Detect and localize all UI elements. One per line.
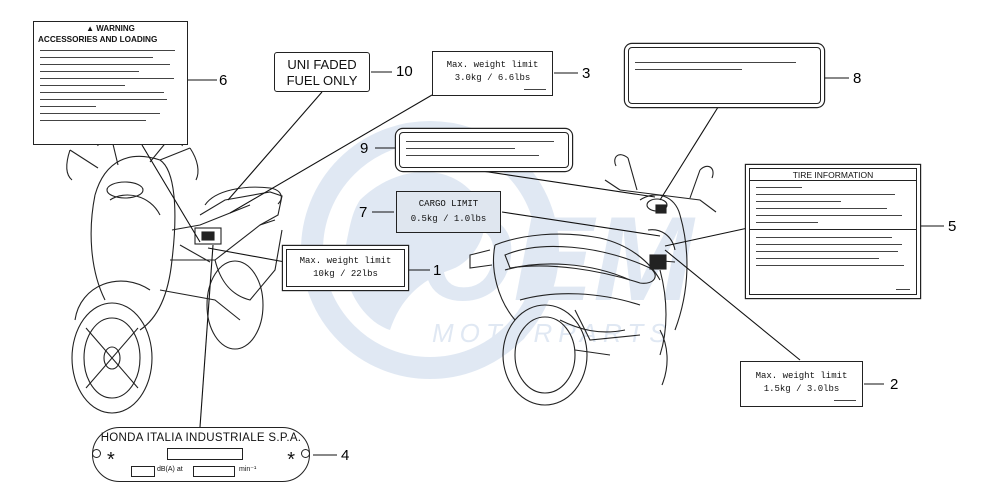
callout-5: 5 <box>948 218 957 235</box>
label-9 <box>399 132 569 168</box>
warning-label-6: ▲ WARNING ACCESSORIES AND LOADING <box>33 21 188 145</box>
plate-db-unit: dB(A) at <box>157 466 183 473</box>
warning-title: ACCESSORIES AND LOADING <box>38 35 158 44</box>
plate-rpm-unit: min⁻¹ <box>239 466 257 473</box>
callout-9: 9 <box>360 140 369 157</box>
scooter-right-illustration <box>469 154 717 406</box>
cargo-line-1: CARGO LIMIT <box>418 199 479 209</box>
weight-1-line-1: Max. weight limit <box>299 256 392 266</box>
tire-info-label-5: TIRE INFORMATION <box>749 168 917 295</box>
plate-star-left: * <box>107 449 115 471</box>
label-9-lines <box>406 141 562 162</box>
weight-label-2: Max. weight limit 1.5kg / 3.0lbs <box>740 361 863 407</box>
fuel-label-10: UNI FADED FUEL ONLY <box>274 52 370 92</box>
label-8-lines <box>635 62 814 76</box>
tire-info-lines-bottom <box>756 237 910 272</box>
tire-info-lines-top <box>756 187 910 229</box>
warning-text-lines <box>40 50 181 127</box>
weight-2-line-1: Max. weight limit <box>755 371 848 381</box>
leader-lines <box>141 71 944 456</box>
warning-icon: ▲ <box>86 24 94 33</box>
tire-info-title: TIRE INFORMATION <box>792 170 874 180</box>
warning-heading: WARNING <box>96 24 135 33</box>
scooter-left-illustration <box>66 134 283 414</box>
plate-star-right: * <box>287 449 295 471</box>
callout-7: 7 <box>359 204 368 221</box>
cargo-line-2: 0.5kg / 1.0lbs <box>410 214 487 224</box>
watermark-tagline: MOTORPARTS <box>432 318 673 348</box>
weight-label-1: Max. weight limit 10kg / 22lbs <box>286 249 405 287</box>
weight-label-3: Max. weight limit 3.0kg / 6.6lbs <box>432 51 553 96</box>
weight-3-line-2: 3.0kg / 6.6lbs <box>454 73 531 83</box>
fuel-line-2: FUEL ONLY <box>286 73 358 88</box>
callout-1: 1 <box>433 262 442 279</box>
callout-6: 6 <box>219 72 228 89</box>
callout-3: 3 <box>582 65 591 82</box>
callout-10: 10 <box>396 63 413 80</box>
callout-4: 4 <box>341 447 350 464</box>
callout-8: 8 <box>853 70 862 87</box>
label-8 <box>628 47 821 104</box>
callout-2: 2 <box>890 376 899 393</box>
weight-1-line-2: 10kg / 22lbs <box>313 269 378 279</box>
plate-title: HONDA ITALIA INDUSTRIALE S.P.A. <box>100 432 302 444</box>
weight-3-line-1: Max. weight limit <box>446 60 539 70</box>
weight-2-line-2: 1.5kg / 3.0lbs <box>763 384 840 394</box>
manufacturer-plate-4: HONDA ITALIA INDUSTRIALE S.P.A. * * dB(A… <box>92 427 310 482</box>
cargo-label-7: CARGO LIMIT 0.5kg / 1.0lbs <box>396 191 501 233</box>
fuel-line-1: UNI FADED <box>287 57 357 72</box>
